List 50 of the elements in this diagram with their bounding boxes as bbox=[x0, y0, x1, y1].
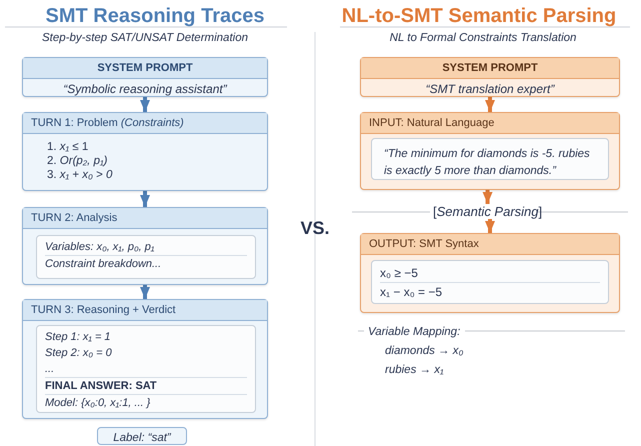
versus-text: VS. bbox=[300, 218, 330, 239]
panel-text: Step 2: x₀ = 0 bbox=[45, 347, 112, 359]
input-card bbox=[360, 112, 620, 190]
arrow bbox=[485, 97, 495, 112]
panel-text: Constraint breakdown... bbox=[45, 258, 162, 270]
turn-card bbox=[22, 112, 268, 191]
panel-text: FINAL ANSWER: SAT bbox=[45, 380, 157, 392]
panel-text: Variables: x₀, x₁, p₀, p₁ bbox=[45, 241, 154, 253]
subtitle-text: NL to Formal Constraints Translation bbox=[390, 32, 576, 44]
turn-card bbox=[22, 207, 268, 285]
label-text: Label: “sat” bbox=[113, 432, 171, 444]
stage-label: [Semantic Parsing] bbox=[433, 204, 542, 219]
formula-panel bbox=[371, 260, 609, 304]
arrow bbox=[140, 285, 150, 299]
arrow bbox=[140, 97, 150, 112]
arrow bbox=[485, 219, 495, 233]
quote-panel bbox=[371, 138, 609, 180]
prompt-card bbox=[22, 57, 268, 97]
card-heading: OUTPUT: SMT Syntax bbox=[369, 238, 479, 250]
arrow bbox=[140, 191, 150, 207]
panel-text: “The minimum for diamonds is -5. rubies is exactly 5 more than diamonds.” bbox=[384, 148, 590, 177]
card-heading: TURN 2: Analysis bbox=[31, 212, 118, 224]
constraint-text: 1. x₁ ≤ 1 bbox=[46, 140, 88, 154]
panel-text: Step 1: x₁ = 1 bbox=[45, 331, 111, 343]
constraint-text: 3. x₁ + x₀ > 0 bbox=[46, 168, 112, 182]
card-heading: SYSTEM PROMPT bbox=[97, 62, 193, 74]
column-heading: SMT Reasoning Traces bbox=[46, 5, 264, 28]
label-tag bbox=[97, 427, 187, 445]
output-card bbox=[360, 233, 620, 313]
card-heading: TURN 3: Reasoning + Verdict bbox=[31, 304, 176, 316]
arrow bbox=[482, 190, 493, 204]
card-heading: TURN 1: Problem (Constraints) bbox=[31, 117, 184, 129]
panel-text: x₁ − x₀ = −5 bbox=[380, 285, 442, 299]
turn-card bbox=[22, 299, 268, 419]
panel-text: x₀ ≥ −5 bbox=[380, 266, 418, 280]
card-heading: INPUT: Natural Language bbox=[369, 117, 494, 129]
prompt-card bbox=[360, 57, 620, 97]
subtitle-text: Step-by-step SAT/UNSAT Determination bbox=[42, 32, 248, 44]
mapping-text: rubies → x₁ bbox=[385, 364, 444, 376]
panel-text: ... bbox=[45, 363, 54, 375]
column-heading: NL-to-SMT Semantic Parsing bbox=[342, 5, 616, 28]
card-heading: SYSTEM PROMPT bbox=[442, 62, 538, 74]
section-label: Variable Mapping: bbox=[368, 326, 460, 338]
quote-text: “SMT translation expert” bbox=[426, 81, 554, 96]
panel-text: Model: {x₀:0, x₁:1, ... } bbox=[45, 397, 150, 409]
analysis-panel bbox=[36, 235, 256, 279]
constraint-text: 2. Or(p₂, p₁) bbox=[46, 154, 108, 168]
reasoning-panel bbox=[36, 325, 256, 413]
mapping-text: diamonds → x₀ bbox=[385, 345, 464, 357]
quote-text: “Symbolic reasoning assistant” bbox=[63, 81, 227, 96]
